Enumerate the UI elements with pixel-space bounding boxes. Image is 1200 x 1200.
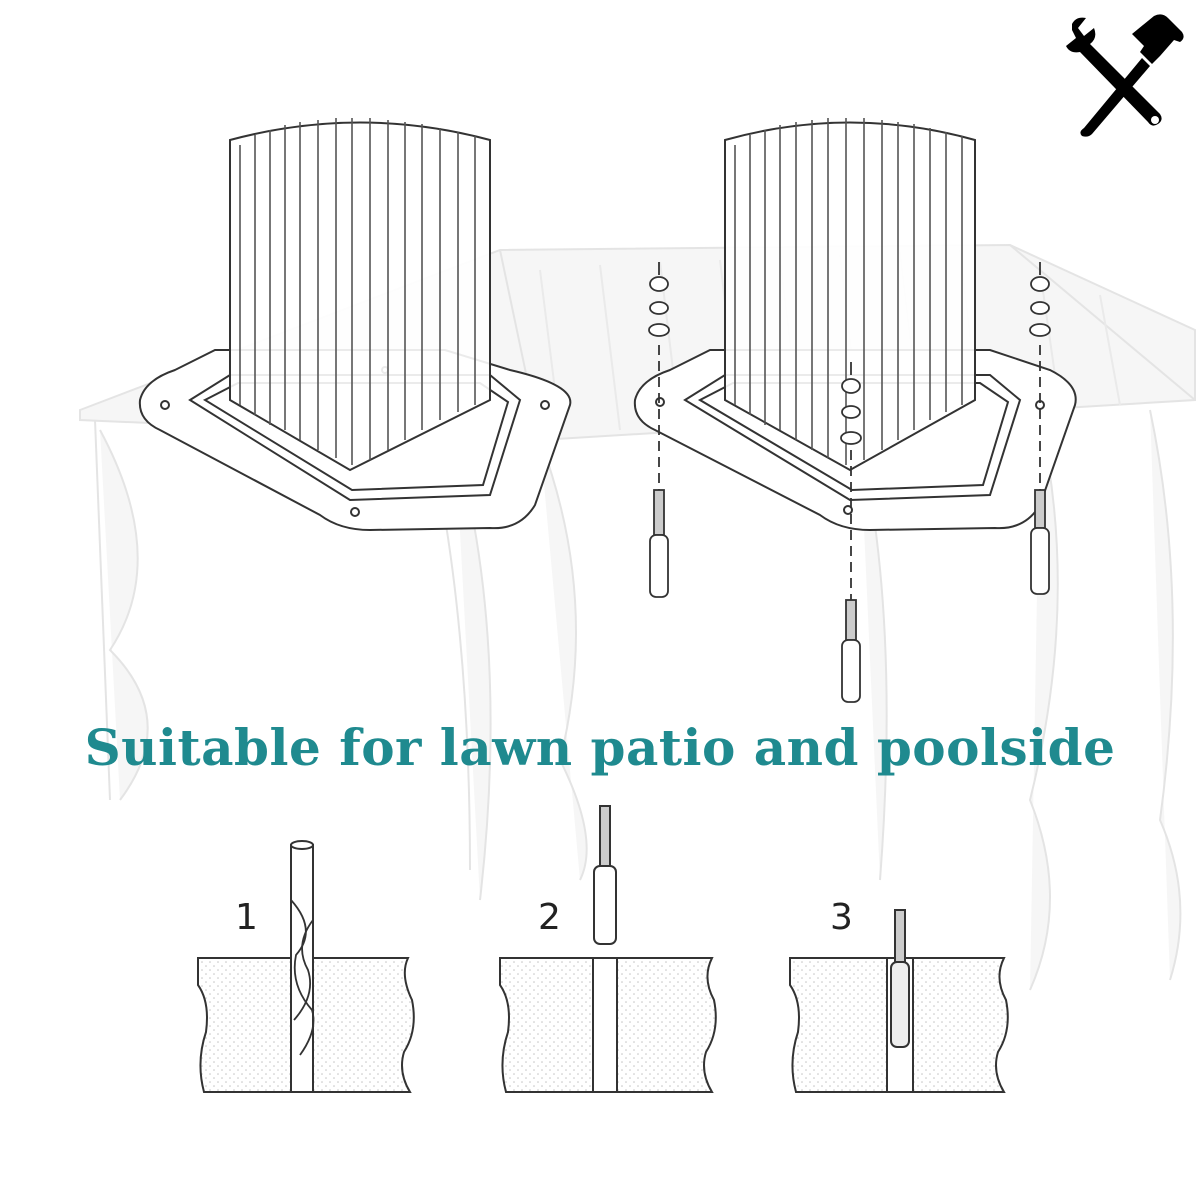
wrench-hammer-icon xyxy=(1066,14,1184,137)
left-post xyxy=(229,121,491,472)
step-2-number: 2 xyxy=(538,897,561,938)
step-3-anchor-inserted xyxy=(789,909,1009,1093)
step-1-number: 1 xyxy=(235,897,258,938)
anchor-left xyxy=(648,262,670,598)
step-1-drill xyxy=(197,840,415,1093)
right-post xyxy=(724,121,976,472)
step-2-hole xyxy=(499,805,717,1093)
step-3-number: 3 xyxy=(830,897,853,938)
anchor-right xyxy=(1029,262,1051,595)
headline-text: Suitable for lawn patio and poolside xyxy=(84,718,1116,777)
left-post-assembly xyxy=(138,118,572,532)
anchor-center xyxy=(840,362,862,703)
